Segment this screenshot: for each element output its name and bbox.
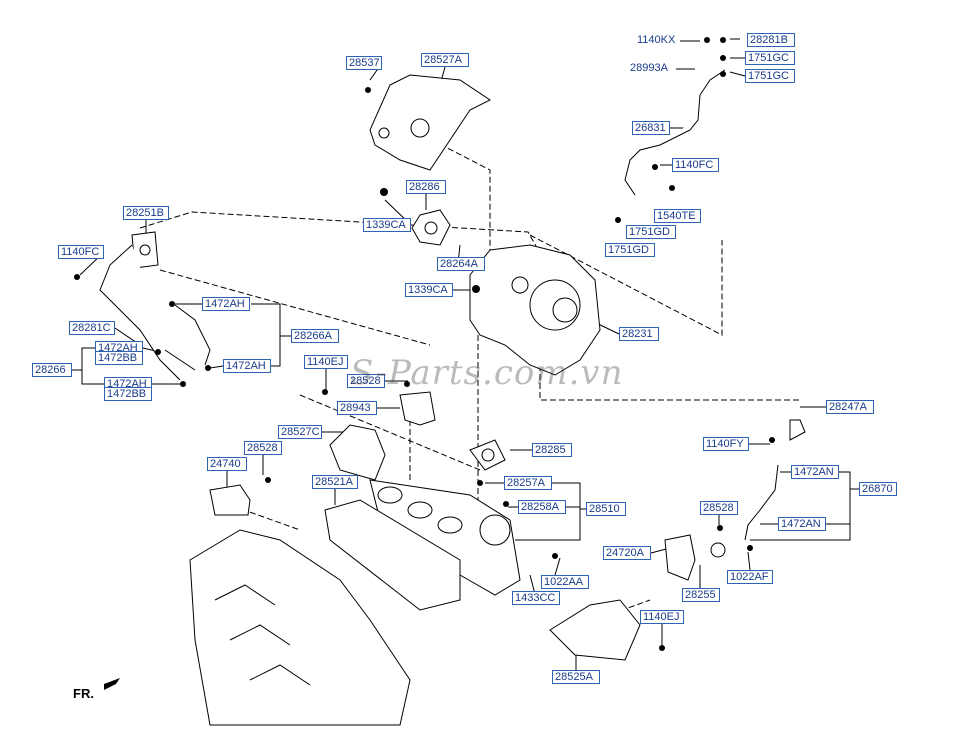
part-label-28527c[interactable]: 28527C [278,425,322,439]
front-indicator: FR. [73,686,94,701]
part-label-28231[interactable]: 28231 [619,327,659,341]
part-label-1751gc[interactable]: 1751GC [745,69,795,83]
hose-28266A [174,304,211,366]
part-label-28521a[interactable]: 28521A [312,475,358,489]
pipe-26870 [744,464,779,541]
part-label-28993a[interactable]: 28993A [630,62,668,74]
part-label-1140ej[interactable]: 1140EJ [304,355,348,369]
part-label-26831[interactable]: 26831 [632,121,670,135]
front-arrow-icon [104,678,120,690]
part-label-28528[interactable]: 28528 [347,374,385,388]
fitting-28247A [789,419,806,441]
heat-shield-28527C [329,424,386,481]
part-shapes [99,69,806,726]
heat-shield-28525A [549,599,641,661]
part-label-28510[interactable]: 28510 [586,502,626,516]
part-label-28525a[interactable]: 28525A [552,670,600,684]
part-label-1751gd[interactable]: 1751GD [626,225,676,239]
part-label-28281c[interactable]: 28281C [69,321,115,335]
part-label-1140ej[interactable]: 1140EJ [640,610,684,624]
bracket-24740 [209,484,251,516]
part-label-26870[interactable]: 26870 [859,482,897,496]
heat-shield-upper [369,74,491,171]
bracket-28943 [399,391,436,426]
part-label-28943[interactable]: 28943 [337,401,377,415]
part-label-28257a[interactable]: 28257A [504,476,552,490]
part-label-1339ca[interactable]: 1339CA [405,283,453,297]
part-label-1472bb[interactable]: 1472BB [95,351,143,365]
part-label-1472an[interactable]: 1472AN [791,465,839,479]
part-label-28247a[interactable]: 28247A [826,400,874,414]
part-label-1751gd[interactable]: 1751GD [605,243,655,257]
gasket-28521A [324,499,461,611]
engine-block [189,529,411,726]
bracket-24720A [664,534,696,581]
vacuum-pipe-26831 [624,69,726,196]
fasteners [74,37,775,651]
part-label-1140fc[interactable]: 1140FC [672,158,719,172]
part-label-28528[interactable]: 28528 [700,501,738,515]
part-label-1472ah[interactable]: 1472AH [202,297,250,311]
part-label-1140kx[interactable]: 1140KX [637,34,676,46]
part-label-24720a[interactable]: 24720A [603,546,651,560]
part-label-28527a[interactable]: 28527A [421,53,469,67]
part-label-24740[interactable]: 24740 [207,457,247,471]
part-label-28285[interactable]: 28285 [532,443,572,457]
part-label-1472bb[interactable]: 1472BB [104,387,152,401]
part-label-28266a[interactable]: 28266A [291,329,339,343]
part-label-1433cc[interactable]: 1433CC [512,591,560,605]
part-label-28255[interactable]: 28255 [682,588,720,602]
part-label-28264a[interactable]: 28264A [437,257,485,271]
part-label-28537[interactable]: 28537 [346,56,382,70]
part-label-1140fy[interactable]: 1140FY [703,437,749,451]
part-label-28528[interactable]: 28528 [244,441,282,455]
part-label-1751gc[interactable]: 1751GC [745,51,795,65]
part-label-28266[interactable]: 28266 [32,363,72,377]
oil-pipe [99,244,181,381]
part-label-1540te[interactable]: 1540TE [654,209,701,223]
part-label-1140fc[interactable]: 1140FC [58,245,104,259]
hose-lower [164,349,196,371]
part-label-28281b[interactable]: 28281B [747,33,795,47]
part-label-1472ah[interactable]: 1472AH [223,359,271,373]
part-label-1022aa[interactable]: 1022AA [541,575,589,589]
part-label-1472an[interactable]: 1472AN [778,517,826,531]
watermark: S-Parts.com.vn [350,353,624,393]
part-label-28286[interactable]: 28286 [406,180,446,194]
part-label-1022af[interactable]: 1022AF [727,570,773,584]
part-label-28258a[interactable]: 28258A [518,500,566,514]
part-label-28251b[interactable]: 28251B [123,206,169,220]
part-label-1339ca[interactable]: 1339CA [363,218,411,232]
